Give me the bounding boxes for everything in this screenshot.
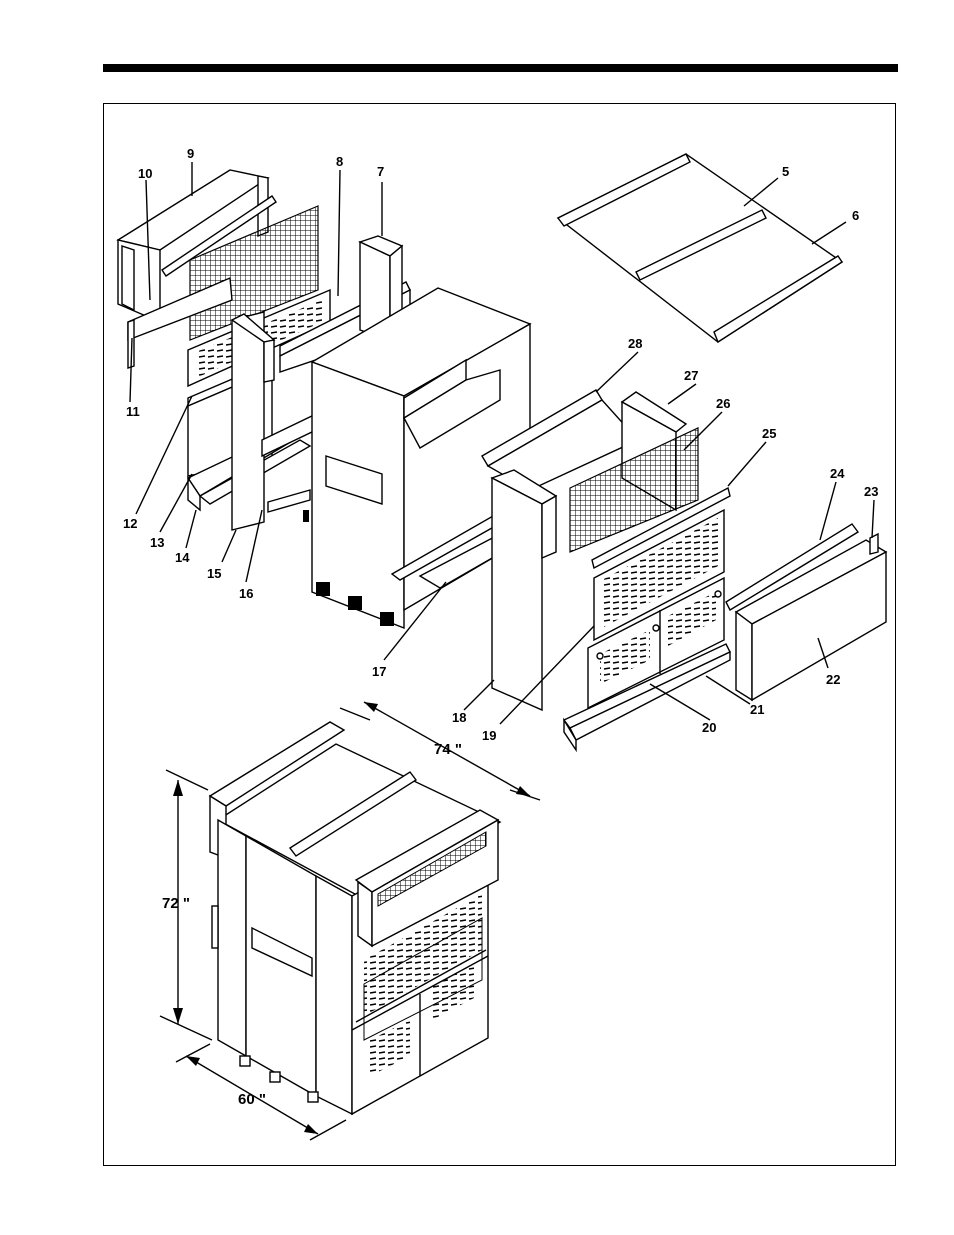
callout-15: 15 bbox=[207, 566, 221, 581]
dimension-width: 60 " bbox=[238, 1091, 266, 1108]
callout-17: 17 bbox=[372, 664, 386, 679]
callout-14: 14 bbox=[175, 550, 190, 565]
callout-28: 28 bbox=[628, 336, 642, 351]
dimension-length: 74 " bbox=[434, 741, 462, 758]
callout-5: 5 bbox=[782, 164, 789, 179]
callout-18: 18 bbox=[452, 710, 466, 725]
callout-22: 22 bbox=[826, 672, 840, 687]
callout-10: 10 bbox=[138, 166, 152, 181]
callout-23: 23 bbox=[864, 484, 878, 499]
callout-11: 11 bbox=[126, 404, 140, 419]
callout-24: 24 bbox=[830, 466, 845, 481]
callout-16: 16 bbox=[239, 586, 253, 601]
callout-21: 21 bbox=[750, 702, 764, 717]
callout-7: 7 bbox=[377, 164, 384, 179]
callout-9: 9 bbox=[187, 146, 194, 161]
callout-20: 20 bbox=[702, 720, 716, 735]
callout-25: 25 bbox=[762, 426, 776, 441]
callout-27: 27 bbox=[684, 368, 698, 383]
dimension-height: 72 " bbox=[162, 895, 190, 912]
callout-6: 6 bbox=[852, 208, 859, 223]
corner-post-18 bbox=[492, 470, 556, 710]
callout-12: 12 bbox=[123, 516, 137, 531]
callout-26: 26 bbox=[716, 396, 730, 411]
callout-19: 19 bbox=[482, 728, 496, 743]
callout-8: 8 bbox=[336, 154, 343, 169]
assembled-cabinet bbox=[210, 722, 500, 1114]
top-cover-5-6 bbox=[558, 154, 842, 342]
callout-13: 13 bbox=[150, 535, 164, 550]
